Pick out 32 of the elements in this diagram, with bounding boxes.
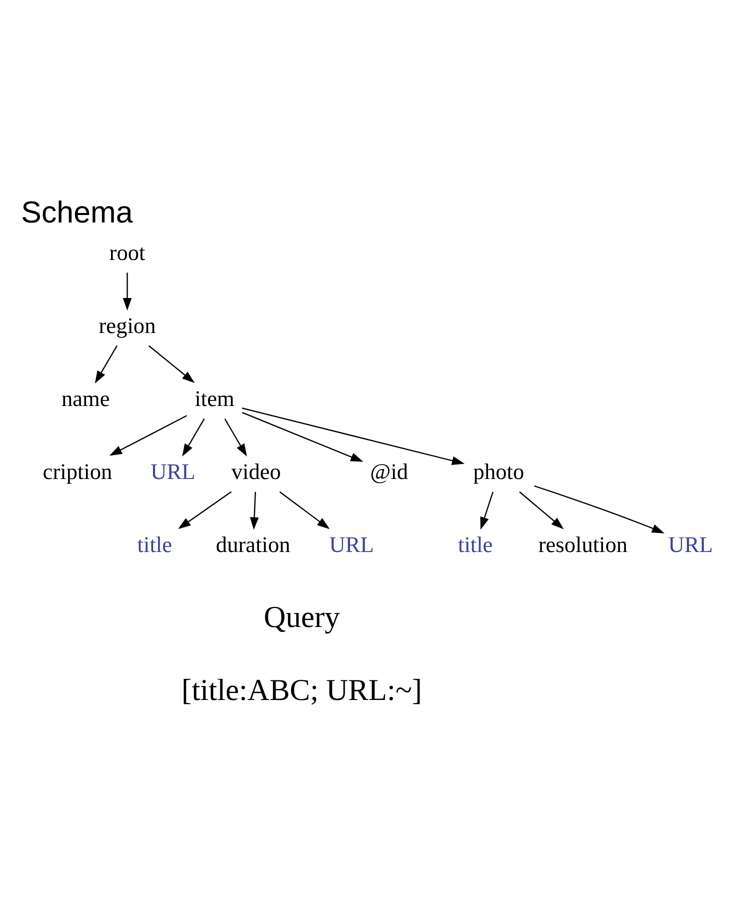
- arrow: [182, 418, 204, 456]
- arrow: [148, 344, 194, 383]
- label: [title:ABC; URL:~]: [181, 672, 422, 707]
- node-text: item: [194, 385, 234, 410]
- node-text: cription: [42, 458, 112, 484]
- node-text: URL: [328, 532, 374, 557]
- node-text: title: [458, 532, 492, 557]
- arrow: [278, 490, 330, 529]
- node-text: @id: [370, 458, 408, 484]
- arrow: [249, 491, 258, 530]
- node-text: root: [108, 239, 145, 264]
- node-text: photo: [472, 458, 524, 484]
- arrow: [224, 418, 246, 456]
- node-text: video: [230, 458, 280, 484]
- node-text: name: [60, 385, 110, 410]
- node-text: title: [136, 532, 172, 557]
- node-text: region: [98, 312, 156, 338]
- arrow: [108, 414, 187, 456]
- node-text: URL: [150, 458, 195, 484]
- arrow: [241, 407, 464, 464]
- diagram-title: Schema: [20, 195, 132, 230]
- label: Query: [263, 600, 340, 634]
- arrow: [94, 344, 117, 383]
- arrow: [122, 272, 132, 310]
- arrow: [518, 490, 564, 529]
- arrow: [480, 491, 494, 530]
- node-text: duration: [215, 532, 290, 557]
- node-text: resolution: [538, 532, 628, 557]
- node-text: URL: [668, 532, 712, 557]
- arrow: [534, 484, 664, 533]
- arrow: [241, 411, 363, 462]
- arrow: [178, 490, 232, 528]
